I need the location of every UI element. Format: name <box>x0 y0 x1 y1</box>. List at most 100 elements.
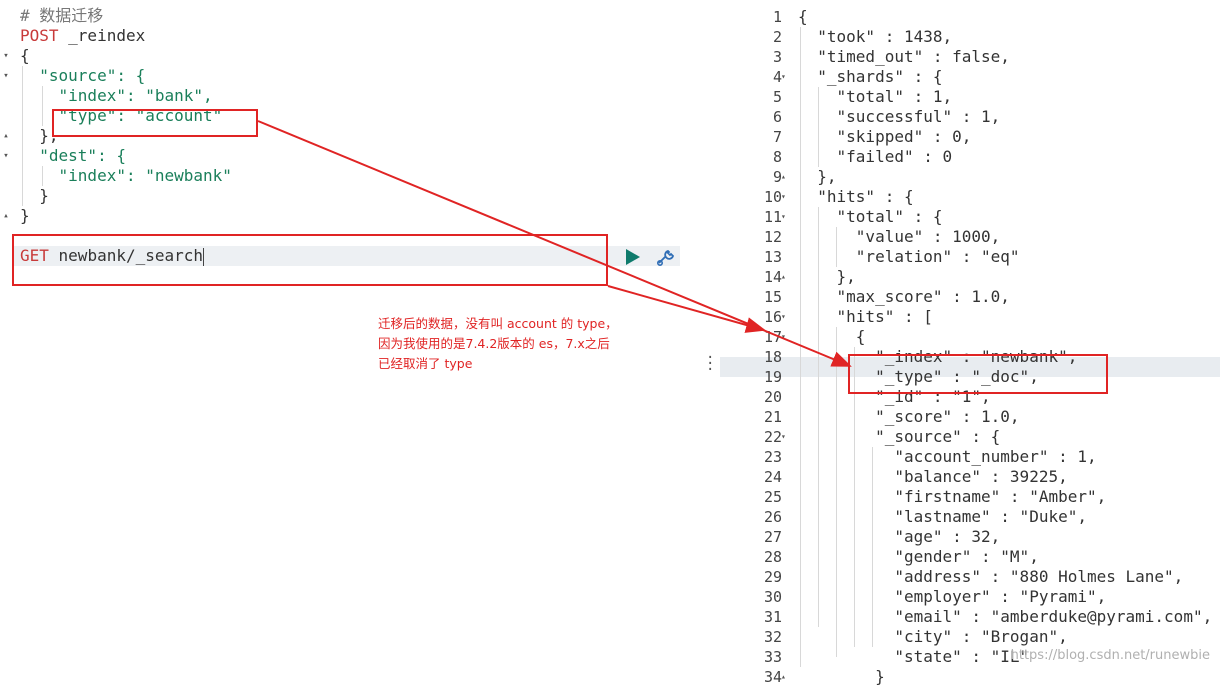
text-caret <box>203 247 205 266</box>
response-line: "_id" : "1", <box>798 387 991 406</box>
response-line: "value" : 1000, <box>798 227 1001 246</box>
response-line: "total" : { <box>798 207 943 226</box>
line-number: 20 <box>763 388 782 406</box>
response-line: "total" : 1, <box>798 87 953 106</box>
line-number: 8 <box>772 148 782 166</box>
line-number: 10 <box>763 188 782 206</box>
watermark-text: https://blog.csdn.net/runewbie <box>1010 648 1210 663</box>
annotation-note-line: 已经取消了 type <box>378 356 473 371</box>
line-number: 32 <box>763 628 782 646</box>
response-line: "failed" : 0 <box>798 147 953 166</box>
response-line: "firstname" : "Amber", <box>798 487 1107 506</box>
response-line: "balance" : 39225, <box>798 467 1068 486</box>
response-line: "_score" : 1.0, <box>798 407 1020 426</box>
response-line: "_index" : "newbank", <box>798 347 1078 366</box>
response-line: "skipped" : 0, <box>798 127 972 146</box>
annotation-box-search <box>12 234 608 286</box>
line-number: 17 <box>763 328 782 346</box>
indent-guide <box>836 227 837 267</box>
line-number: 19 <box>763 368 782 386</box>
request-path: newbank/_search <box>48 246 204 265</box>
response-line: }, <box>798 167 837 186</box>
response-line: "max_score" : 1.0, <box>798 287 1010 306</box>
line-number: 26 <box>763 508 782 526</box>
fold-toggle-icon[interactable]: ▾ <box>3 51 9 61</box>
send-request-play-icon[interactable] <box>626 249 640 265</box>
response-line: }, <box>798 267 856 286</box>
fold-toggle-icon[interactable]: ▾ <box>781 72 786 81</box>
indent-guide <box>854 347 855 647</box>
annotation-box-doc-type <box>848 354 1108 394</box>
line-number: 25 <box>763 488 782 506</box>
fold-toggle-icon[interactable]: ▾ <box>781 332 786 341</box>
line-number: 11 <box>763 208 782 226</box>
indent-guide <box>42 166 43 186</box>
response-line: "account_number" : 1, <box>798 447 1097 466</box>
line-number: 21 <box>763 408 782 426</box>
request-line-search[interactable]: GET newbank/_search <box>20 246 205 266</box>
response-line: "email" : "amberduke@pyrami.com", <box>798 607 1213 626</box>
pane-resize-handle[interactable]: ··· <box>706 350 715 378</box>
fold-toggle-icon[interactable]: ▴ <box>3 131 9 141</box>
line-number: 13 <box>763 248 782 266</box>
line-number: 6 <box>772 108 782 126</box>
line-number: 27 <box>763 528 782 546</box>
line-number: 12 <box>763 228 782 246</box>
line-number: 33 <box>763 648 782 666</box>
request-path: _reindex <box>58 26 146 45</box>
response-line: } <box>798 667 885 686</box>
line-number: 1 <box>772 8 782 26</box>
http-method: POST <box>20 26 59 45</box>
line-number: 22 <box>763 428 782 446</box>
fold-toggle-icon[interactable]: ▾ <box>3 71 9 81</box>
body-line: } <box>20 206 30 225</box>
indent-guide <box>22 66 23 206</box>
line-number: 23 <box>763 448 782 466</box>
annotation-note-line: 因为我使用的是7.4.2版本的 es，7.x之后 <box>378 336 610 351</box>
fold-toggle-icon[interactable]: ▾ <box>781 432 786 441</box>
response-line: "timed_out" : false, <box>798 47 1010 66</box>
response-line: "successful" : 1, <box>798 107 1001 126</box>
annotation-note: 迁移后的数据，没有叫 account 的 type， 因为我使用的是7.4.2版… <box>378 314 638 374</box>
annotation-note-line: 迁移后的数据，没有叫 account 的 type， <box>378 316 618 331</box>
fold-toggle-icon[interactable]: ▾ <box>781 212 786 221</box>
response-viewer: 1{2 "took" : 1438,3 "timed_out" : false,… <box>720 0 1220 686</box>
request-line-reindex[interactable]: POST _reindex <box>20 26 145 46</box>
fold-toggle-icon[interactable]: ▾ <box>3 151 9 161</box>
body-line: "index": "newbank" <box>20 166 232 185</box>
fold-toggle-icon[interactable]: ▴ <box>781 672 786 681</box>
wrench-icon[interactable] <box>655 248 677 268</box>
body-line: { <box>20 46 30 65</box>
line-number: 14 <box>763 268 782 286</box>
indent-guide <box>818 207 819 627</box>
fold-toggle-icon[interactable]: ▴ <box>781 272 786 281</box>
fold-toggle-icon[interactable]: ▴ <box>781 172 786 181</box>
body-line: "source": { <box>20 66 146 85</box>
response-line: "gender" : "M", <box>798 547 1039 566</box>
response-line: "_type" : "_doc", <box>798 367 1039 386</box>
indent-guide <box>800 27 801 667</box>
response-line: "hits" : [ <box>798 307 933 326</box>
response-line: "state" : "IL" <box>798 647 1030 666</box>
response-line: "relation" : "eq" <box>798 247 1020 266</box>
line-number: 34 <box>763 668 782 686</box>
indent-guide <box>872 447 873 647</box>
annotation-box-type <box>52 109 258 137</box>
line-number: 3 <box>772 48 782 66</box>
line-number: 29 <box>763 568 782 586</box>
fold-toggle-icon[interactable]: ▾ <box>781 192 786 201</box>
line-number: 5 <box>772 88 782 106</box>
response-line: { <box>798 7 808 26</box>
line-number: 7 <box>772 128 782 146</box>
line-number: 18 <box>763 348 782 366</box>
fold-toggle-icon[interactable]: ▾ <box>781 312 786 321</box>
line-number: 15 <box>763 288 782 306</box>
line-number: 31 <box>763 608 782 626</box>
request-editor[interactable]: ▾ ▾ ▴ ▾ ▴ # 数据迁移 POST _reindex { "source… <box>0 0 700 673</box>
http-method: GET <box>20 246 49 265</box>
response-line: "took" : 1438, <box>798 27 953 46</box>
indent-guide <box>42 86 43 126</box>
fold-toggle-icon[interactable]: ▴ <box>3 211 9 221</box>
response-line: "city" : "Brogan", <box>798 627 1068 646</box>
body-line: "dest": { <box>20 146 126 165</box>
